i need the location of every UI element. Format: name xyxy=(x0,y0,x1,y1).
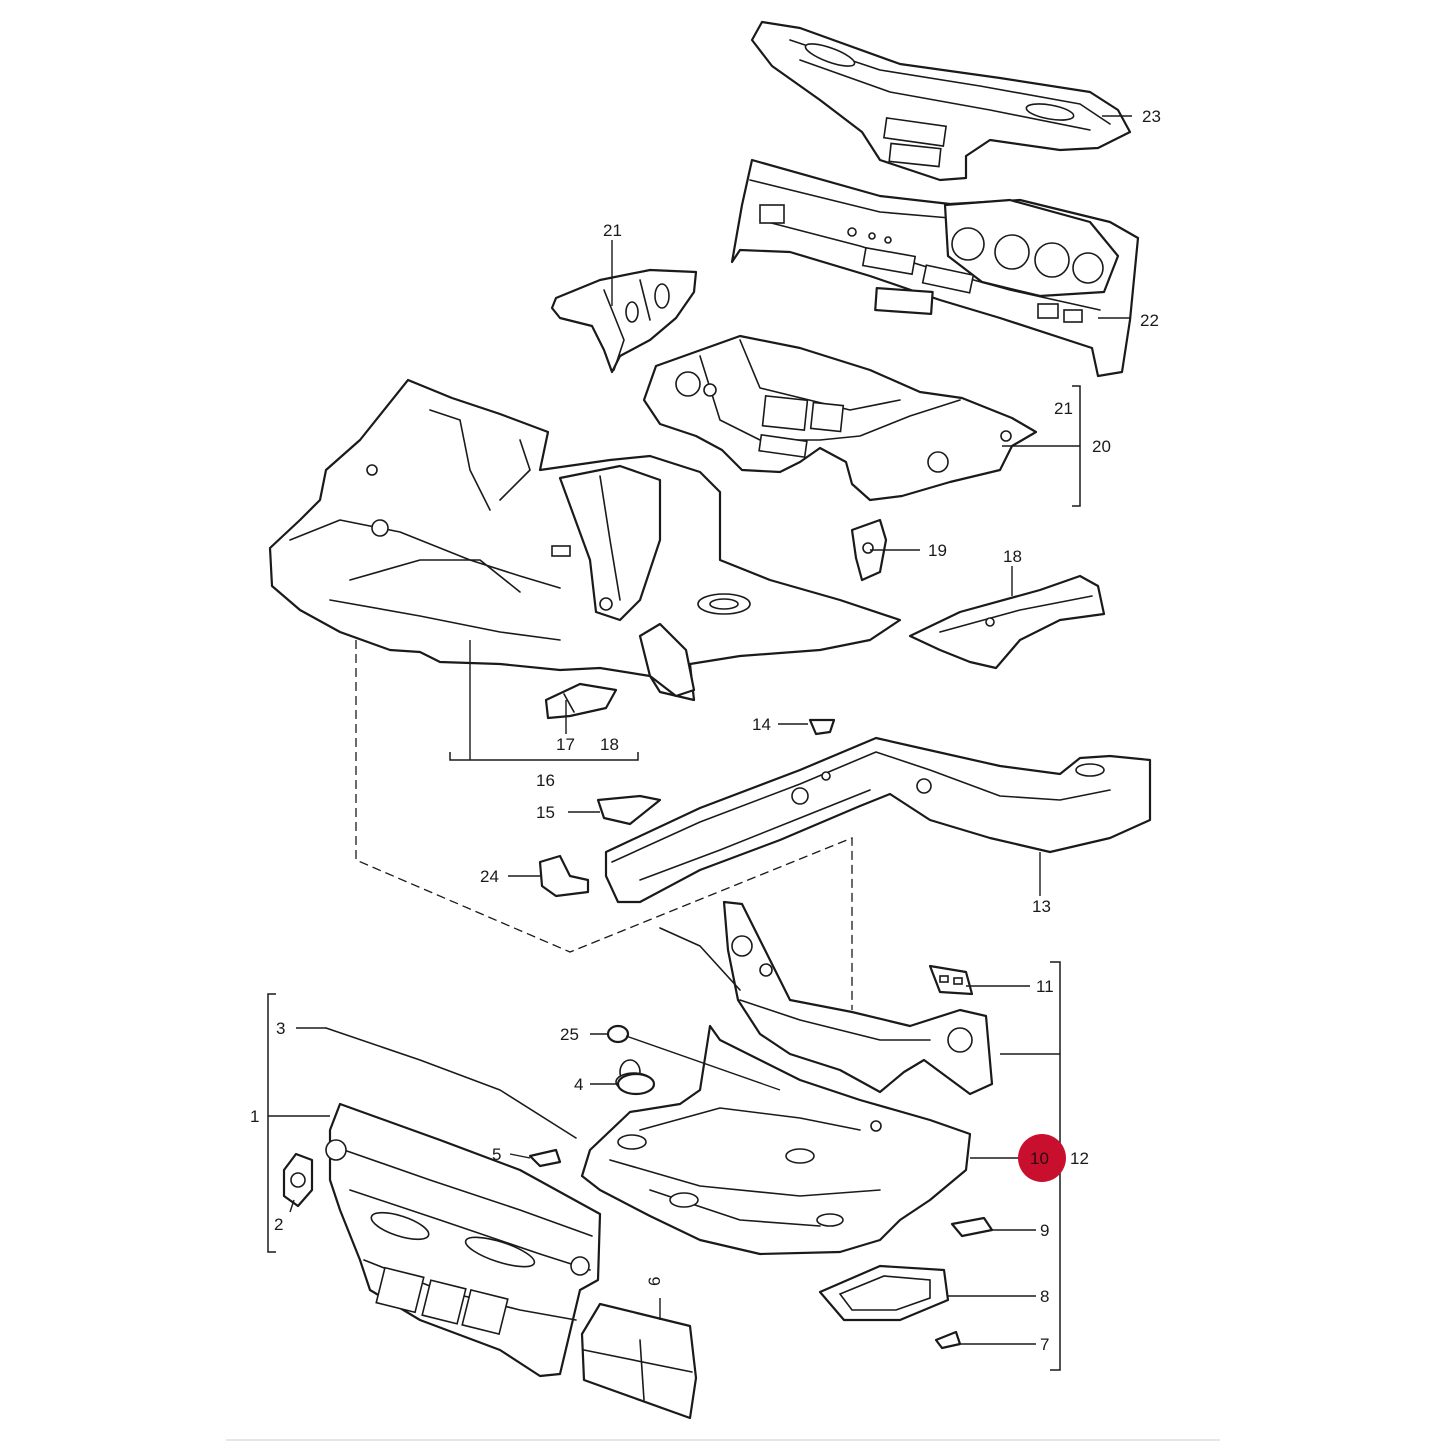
part-20-pedal-floor xyxy=(642,334,1038,502)
callout-2: 2 xyxy=(274,1215,283,1234)
part-9-clip xyxy=(950,1216,994,1238)
part-18-support xyxy=(908,574,1106,670)
part-7-clip xyxy=(934,1330,962,1350)
callout-3: 3 xyxy=(276,1019,285,1038)
callout-6: 6 xyxy=(645,1277,664,1286)
callout-1: 1 xyxy=(250,1107,259,1126)
callout-15: 15 xyxy=(536,803,555,822)
callout-20: 20 xyxy=(1092,437,1111,456)
part-21-bracket xyxy=(550,268,698,374)
part-14-clip xyxy=(808,718,836,736)
highlight-marker-10 xyxy=(1018,1134,1066,1182)
part-19-plate xyxy=(850,518,888,582)
callout-9: 9 xyxy=(1040,1221,1049,1240)
part-22-dashboard xyxy=(730,158,1140,378)
callout-8: 8 xyxy=(1040,1287,1049,1306)
callout-5: 5 xyxy=(492,1145,501,1164)
callout-11: 11 xyxy=(1036,977,1054,996)
callout-25: 25 xyxy=(560,1025,579,1044)
callout-12: 12 xyxy=(1070,1149,1089,1168)
part-10-floor-pan xyxy=(580,1024,972,1256)
callout-21-lower: 21 xyxy=(1054,399,1073,418)
bracket-16 xyxy=(449,752,639,761)
part-13-crossmember xyxy=(604,736,1152,904)
callout-13: 13 xyxy=(1032,897,1051,916)
callout-16: 16 xyxy=(536,771,555,790)
callout-14: 14 xyxy=(752,715,771,734)
callout-10: 10 xyxy=(1030,1149,1049,1168)
bracket-1 xyxy=(267,993,276,1253)
dashed-group-lines xyxy=(355,640,853,1010)
part-24-clip xyxy=(538,854,590,898)
callout-21-upper: 21 xyxy=(603,221,622,240)
callout-18-left: 18 xyxy=(600,735,619,754)
callout-7: 7 xyxy=(1040,1335,1049,1354)
callout-23: 23 xyxy=(1142,107,1161,126)
callout-18-right: 18 xyxy=(1003,547,1022,566)
callout-4: 4 xyxy=(574,1075,583,1094)
part-4-plug xyxy=(616,1072,656,1096)
part-16-floor-assembly xyxy=(268,378,902,702)
part-6-cover xyxy=(580,1302,698,1420)
callout-labels: 23 22 21 21 20 19 18 17 18 16 14 15 24 1… xyxy=(250,107,1161,1354)
part-17-bracket xyxy=(544,682,618,720)
callout-24: 24 xyxy=(480,867,499,886)
callout-19: 19 xyxy=(928,541,947,560)
part-12-tunnel-brace xyxy=(659,900,994,1096)
part-1-front-panel xyxy=(325,1102,602,1378)
part-23-cowl-panel xyxy=(750,20,1132,182)
part-25-grommet xyxy=(606,1024,630,1044)
leader-lines xyxy=(268,115,1132,1345)
callout-17: 17 xyxy=(556,735,575,754)
part-2-flange xyxy=(282,1152,314,1208)
part-5-clip xyxy=(528,1148,562,1168)
part-8-frame xyxy=(818,1264,950,1322)
callout-22: 22 xyxy=(1140,311,1159,330)
part-3-strip xyxy=(325,1027,577,1139)
part-15-clip xyxy=(596,794,662,826)
part-11-mount xyxy=(928,964,974,996)
